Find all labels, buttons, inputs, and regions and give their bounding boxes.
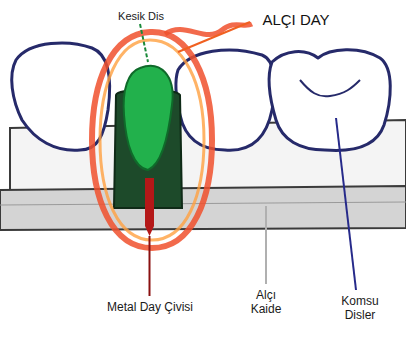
part-label: Komsu Disler — [330, 294, 390, 322]
part-label: Alçı Kaide — [244, 288, 288, 316]
title-label: ALÇI DAY — [246, 11, 346, 29]
part-label: Kesik Dis — [101, 10, 181, 23]
part-label: Metal Day Çivisi — [85, 300, 215, 314]
